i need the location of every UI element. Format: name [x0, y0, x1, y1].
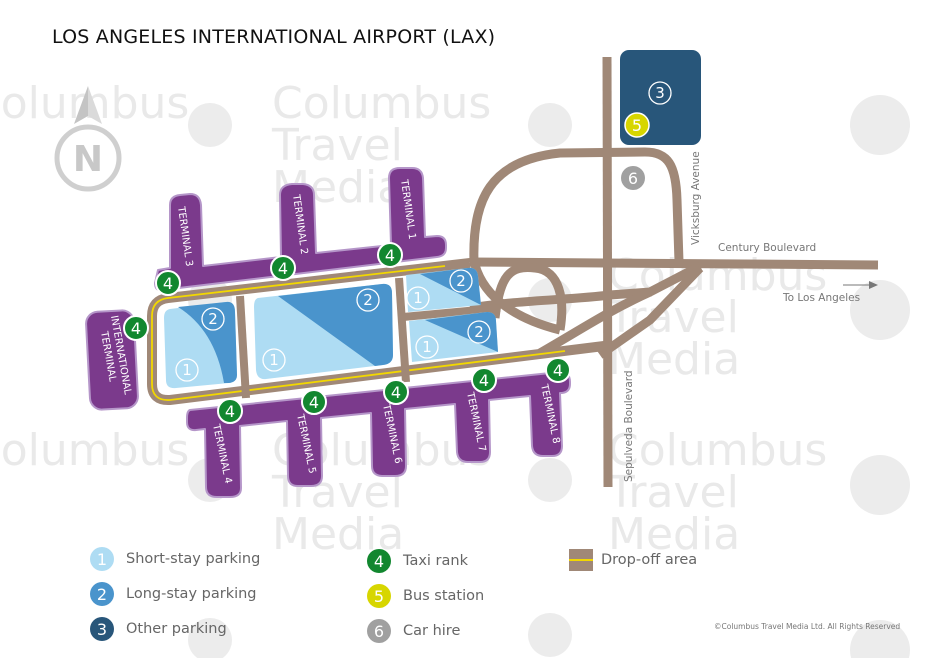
long-stay-marker: 2 [474, 323, 484, 341]
other-parking-icon: 3 [90, 617, 114, 641]
roads [469, 56, 879, 488]
watermark-text: Columbus [0, 425, 189, 476]
short-stay-marker: 1 [413, 289, 423, 307]
parking-markers [175, 81, 672, 382]
taxi-rank-marker: 4 [309, 393, 319, 412]
taxi-rank-marker: 4 [225, 402, 235, 421]
compass-label: N [73, 139, 103, 180]
taxi-rank-marker: 4 [391, 383, 401, 402]
vicksburg-avenue-label: Vicksburg Avenue [690, 151, 702, 245]
legend-drop-off: Drop-off area [569, 549, 697, 571]
legend-other-parking: 3 Other parking [90, 617, 227, 641]
taxi-rank-marker: 4 [385, 246, 395, 265]
terminals [85, 167, 571, 498]
arrow-right-icon [843, 281, 878, 289]
short-stay-marker: 1 [269, 351, 279, 369]
map-title: LOS ANGELES INTERNATIONAL AIRPORT (LAX) [52, 26, 496, 48]
legend-label: Bus station [403, 588, 485, 604]
legend-label: Short-stay parking [126, 551, 261, 567]
legend-car-hire: 6 Car hire [367, 619, 460, 643]
watermark-text: Media [608, 509, 740, 560]
terminal-north-concourse [154, 167, 447, 292]
watermark-text: Media [608, 334, 740, 385]
taxi-rank-marker: 4 [131, 319, 141, 338]
legend-short-stay: 1 Short-stay parking [90, 547, 260, 571]
short-stay-marker: 1 [182, 361, 192, 379]
century-boulevard-label: Century Boulevard [718, 242, 816, 254]
watermark-text: Columbus [0, 78, 189, 129]
car-hire-marker: 6 [628, 169, 638, 188]
watermark-text: Travel [607, 467, 739, 518]
watermark-text: Columbus [272, 78, 491, 129]
legend-label: Other parking [126, 621, 227, 637]
legend-long-stay: 2 Long-stay parking [90, 582, 257, 606]
short-stay-marker: 1 [422, 338, 432, 356]
legend-taxi-rank: 4 Taxi rank [367, 549, 468, 573]
taxi-rank-marker: 4 [479, 371, 489, 390]
taxi-rank-marker: 4 [278, 259, 288, 278]
sepulveda-boulevard-label: Sepulveda Boulevard [623, 370, 635, 482]
taxi-ranks [123, 242, 571, 424]
legend-label: Car hire [403, 623, 461, 639]
long-stay-icon: 2 [90, 582, 114, 606]
terminal-south-concourse [186, 371, 571, 498]
to-los-angeles-label: To Los Angeles [782, 292, 860, 304]
copyright: ©Columbus Travel Media Ltd. All Rights R… [714, 622, 901, 631]
terminal-loop-road [147, 258, 613, 406]
international-terminal [85, 309, 139, 411]
taxi-icon: 4 [367, 549, 391, 573]
legend-label: Drop-off area [601, 552, 698, 568]
bus-station-marker: 5 [632, 116, 642, 135]
long-stay-marker: 2 [208, 310, 218, 328]
watermark-text: Columbus [608, 425, 827, 476]
legend-bus-station: 5 Bus station [367, 584, 484, 608]
parking-lots [164, 50, 701, 389]
legend-label: Long-stay parking [126, 586, 257, 602]
taxi-rank-marker: 4 [163, 274, 173, 293]
car-hire-icon: 6 [367, 619, 391, 643]
bus-icon: 5 [367, 584, 391, 608]
watermark-text: Travel [271, 120, 403, 171]
compass-icon: N [54, 86, 122, 192]
other-parking-marker: 3 [655, 84, 665, 102]
road-vicksburg-loop [469, 147, 684, 263]
drop-off-icon [569, 549, 593, 571]
taxi-rank-marker: 4 [553, 361, 563, 380]
short-stay-icon: 1 [90, 547, 114, 571]
road-century [469, 257, 879, 270]
long-stay-marker: 2 [363, 291, 373, 309]
long-stay-marker: 2 [456, 272, 466, 290]
legend-label: Taxi rank [403, 553, 468, 569]
road-sepulveda [602, 56, 613, 488]
